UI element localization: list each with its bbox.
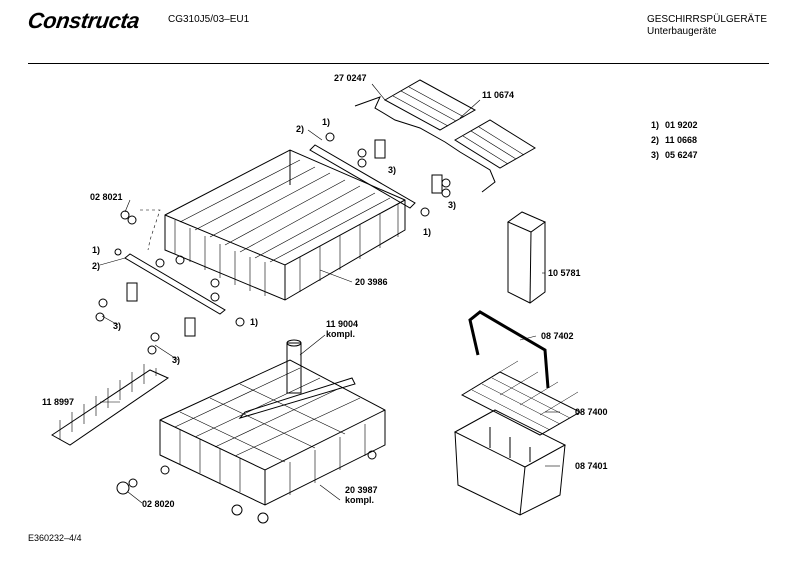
cutlery-insert-tall [506, 211, 547, 304]
part-label-203986: 20 3986 [355, 277, 388, 287]
appliance-category: GESCHIRRSPÜLGERÄTE Unterbaugeräte [647, 14, 767, 38]
callout-3: 3) [113, 321, 122, 331]
upper-rail-set [95, 132, 451, 355]
part-label-105781: 10 5781 [548, 268, 581, 278]
legend-part: 01 9202 [665, 120, 698, 130]
category-title: GESCHIRRSPÜLGERÄTE [646, 14, 767, 25]
legend-part: 11 0668 [665, 135, 698, 145]
callout-1: 1) [423, 227, 432, 237]
callout-3: 3) [172, 355, 181, 365]
part-label-119004: 11 9004 [326, 319, 359, 329]
leader-lines [99, 83, 560, 504]
part-label-028021: 02 8021 [90, 192, 123, 202]
header-divider [28, 63, 769, 64]
legend-part: 05 6247 [665, 150, 698, 160]
part-label-270247: 27 0247 [334, 73, 367, 83]
part-label-087400: 08 7400 [575, 407, 608, 417]
part-label-203987: 20 3987 [345, 485, 378, 495]
basket-lid [460, 360, 582, 436]
callout-2: 2) [296, 124, 305, 134]
cutlery-basket [453, 409, 567, 516]
part-label-087402: 08 7402 [541, 331, 574, 341]
cutlery-rack-parts [354, 79, 536, 193]
part-label-028020: 02 8020 [142, 499, 175, 509]
callout-3: 3) [448, 200, 457, 210]
legend-row: 1) 01 9202 [651, 118, 698, 133]
legend-row: 3) 05 6247 [651, 148, 698, 163]
part-label-119004-suffix: kompl. [326, 329, 356, 339]
basket-handle [468, 310, 550, 389]
legend-key: 2) [651, 135, 660, 145]
callout-3: 3) [388, 165, 397, 175]
legend: 1) 01 9202 2) 11 0668 3) 05 6247 [651, 118, 698, 163]
document-id: E360232–4/4 [28, 533, 82, 543]
upper-basket [155, 149, 406, 302]
part-label-203987-suffix: kompl. [345, 495, 375, 505]
part-label-118997: 11 8997 [42, 397, 75, 407]
plate-rack-insert [51, 364, 170, 446]
basket-wheel [116, 478, 138, 495]
legend-row: 2) 11 0668 [651, 133, 698, 148]
callout-1: 1) [92, 245, 101, 255]
part-label-087401: 08 7401 [575, 461, 608, 471]
legend-key: 3) [651, 150, 660, 160]
callout-1: 1) [250, 317, 259, 327]
callout-2: 2) [92, 261, 101, 271]
legend-key: 1) [651, 120, 660, 130]
lower-basket [159, 359, 386, 524]
spray-arm [238, 339, 356, 419]
part-label-110674: 11 0674 [482, 90, 515, 100]
model-number: CG310J5/03–EU1 [168, 14, 250, 25]
category-subtitle: Unterbaugeräte [646, 26, 717, 37]
callout-1: 1) [322, 117, 331, 127]
